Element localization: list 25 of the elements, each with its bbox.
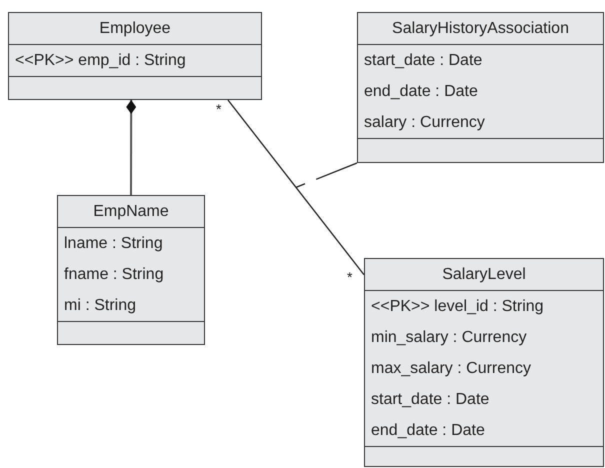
class-box (364, 258, 604, 467)
class-name: EmpName (93, 202, 169, 222)
class-name: SalaryHistoryAssociation (392, 18, 569, 38)
association-class-line (296, 162, 358, 188)
class-box (57, 195, 205, 345)
attribute-text: lname : String (64, 234, 163, 254)
multiplicity-label: * (347, 270, 352, 284)
association-line (227, 100, 365, 276)
attribute-text: end_date : Date (371, 420, 485, 440)
attribute-text: start_date : Date (371, 390, 490, 410)
attribute-text: end_date : Date (364, 82, 478, 102)
multiplicity-label: * (216, 102, 222, 116)
class-name: Employee (99, 18, 171, 38)
attribute-text: min_salary : Currency (371, 328, 527, 348)
attribute-text: <<PK>> emp_id : String (15, 50, 186, 70)
attribute-text: max_salary : Currency (371, 358, 532, 378)
attribute-text: mi : String (64, 296, 136, 316)
class-name: SalaryLevel (442, 264, 526, 284)
attribute-text: fname : String (64, 264, 164, 284)
attribute-text: start_date : Date (364, 50, 482, 70)
attribute-text: <<PK>> level_id : String (371, 296, 544, 316)
class-box (8, 12, 262, 100)
composition-connector (126, 100, 136, 195)
class-box (357, 12, 604, 163)
attribute-text: salary : Currency (364, 112, 485, 132)
